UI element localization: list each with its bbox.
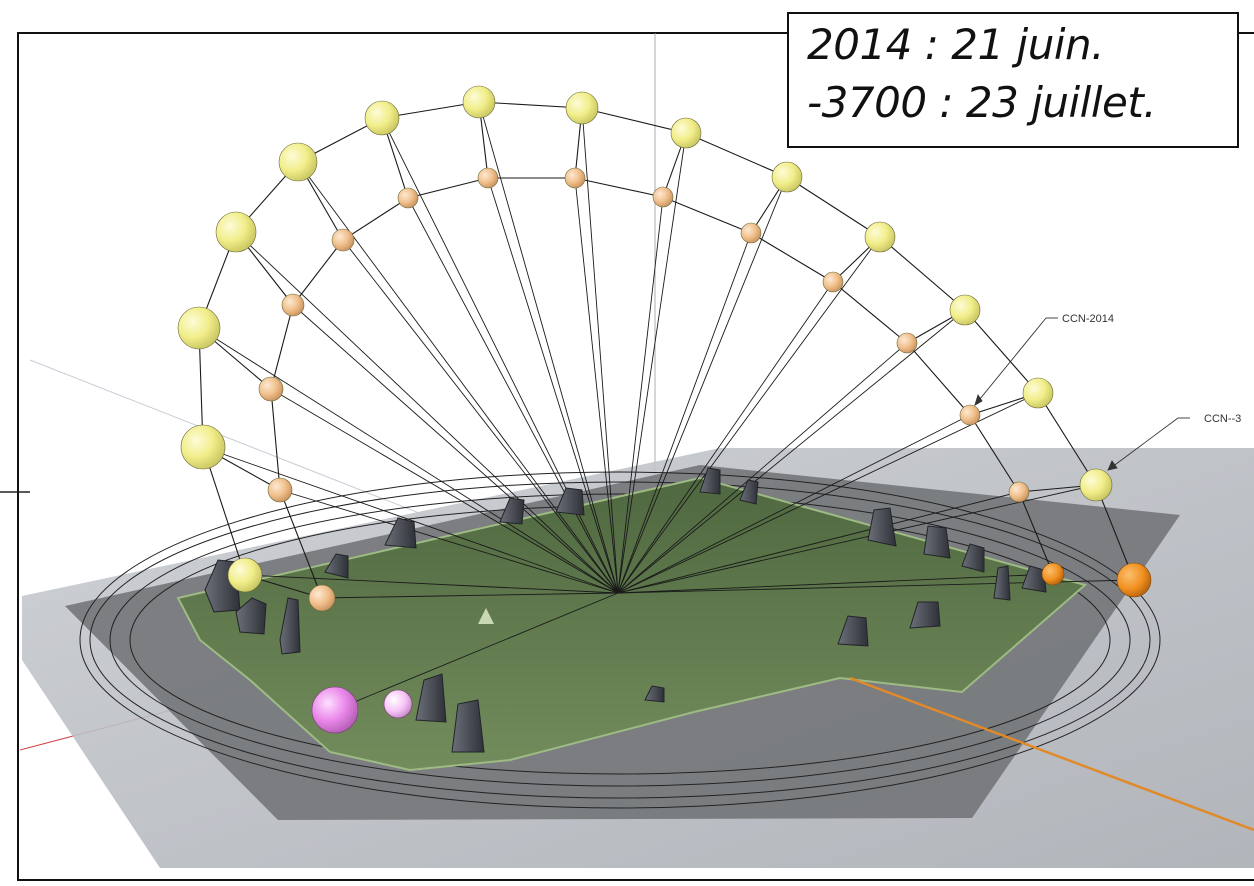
sun-sphere-icon <box>740 222 762 244</box>
sunset-marker-2014 <box>1041 562 1065 586</box>
standing-stone-icon <box>739 479 759 505</box>
standing-stones <box>204 467 1047 753</box>
caption-line-2014: 2014 : 21 juin. <box>807 20 1104 69</box>
standing-stone-icon <box>415 673 447 723</box>
sun-sphere-icon <box>949 294 981 326</box>
sun-sphere-icon <box>1008 481 1030 503</box>
sun-ray <box>617 132 687 594</box>
sun-positions <box>177 85 1113 612</box>
sun-sphere-icon <box>227 557 263 593</box>
sun-sphere-icon <box>771 161 803 193</box>
sun-ray <box>334 592 619 711</box>
sun-ray <box>617 342 908 594</box>
sun-ray <box>617 392 1039 594</box>
standing-stone-icon <box>499 497 525 525</box>
sun-sphere-icon <box>1022 377 1054 409</box>
horizon-markers <box>311 562 1152 734</box>
sun-sphere-icon <box>180 424 226 470</box>
sun-sphere-icon <box>215 211 257 253</box>
standing-stone-icon <box>961 543 985 573</box>
standing-stone-icon <box>384 517 417 549</box>
standing-stone-icon <box>451 699 485 753</box>
sun-sphere-icon <box>278 142 318 182</box>
sun-sphere-icon <box>477 167 499 189</box>
sun-ray <box>574 177 619 594</box>
sun-ray <box>270 388 619 594</box>
sun-sphere-icon <box>364 100 400 136</box>
sun-sphere-icon <box>331 228 355 252</box>
standing-stone-icon <box>837 615 869 647</box>
sun-ray <box>202 446 619 594</box>
label-ccn-2014: CCN-2014 <box>1062 313 1114 325</box>
standing-stone-icon <box>923 525 951 559</box>
standing-stone-icon <box>993 565 1011 601</box>
date-caption: 2014 : 21 juin. -3700 : 23 juillet. <box>787 12 1239 148</box>
standing-stone-icon <box>235 597 267 635</box>
label-ccn-3700: CCN--3 <box>1204 413 1241 425</box>
sun-ray <box>321 592 619 599</box>
sun-sphere-icon <box>177 306 221 350</box>
sun-sphere-icon <box>864 221 896 253</box>
sun-ray <box>407 197 619 594</box>
standing-stone-icon <box>555 487 585 516</box>
sun-ray <box>617 176 788 594</box>
sun-ray <box>279 489 619 594</box>
standing-stone-icon <box>867 507 897 547</box>
sun-ray <box>487 177 619 594</box>
sun-ray <box>244 574 619 594</box>
sun-ray <box>292 304 619 594</box>
sun-ray <box>617 232 752 594</box>
standing-stone-icon <box>644 685 665 703</box>
sun-sphere-icon <box>258 376 284 402</box>
sun-ray <box>617 236 881 594</box>
sunset-marker-3700 <box>1116 562 1152 598</box>
standing-stone-icon <box>279 597 301 655</box>
sun-sphere-icon <box>281 293 305 317</box>
caption-line-3700: -3700 : 23 juillet. <box>807 78 1157 127</box>
sun-sphere-icon <box>652 186 674 208</box>
sun-ray <box>342 239 619 594</box>
sun-sphere-icon <box>308 584 336 612</box>
sun-ray <box>235 231 619 594</box>
standing-stone-icon <box>699 467 721 495</box>
standing-stone-icon <box>909 601 941 629</box>
callouts <box>974 317 1190 471</box>
sun-ray <box>617 196 664 594</box>
sun-ray <box>617 491 1020 594</box>
sun-sphere-icon <box>959 404 981 426</box>
sun-sphere-icon <box>267 477 293 503</box>
sun-ray <box>617 414 971 594</box>
sun-sphere-icon <box>896 332 918 354</box>
sun-sphere-icon <box>397 187 419 209</box>
sun-sphere-icon <box>462 85 496 119</box>
sun-ray <box>617 484 1097 594</box>
sun-ray <box>617 281 834 594</box>
standing-stone-icon <box>324 553 349 579</box>
sun-ray <box>581 107 619 594</box>
sun-ray <box>198 327 619 594</box>
sun-ray <box>617 573 1054 594</box>
moon-marker-small <box>383 689 413 719</box>
sun-sphere-icon <box>822 271 844 293</box>
sun-sphere-icon <box>670 117 702 149</box>
moon-marker-large <box>311 686 359 734</box>
sun-sphere-icon <box>1079 468 1113 502</box>
north-axis <box>849 676 1254 832</box>
sun-ray <box>617 309 966 594</box>
sun-ray <box>478 101 619 594</box>
sun-sphere-icon <box>565 91 599 125</box>
sun-sphere-icon <box>564 167 586 189</box>
